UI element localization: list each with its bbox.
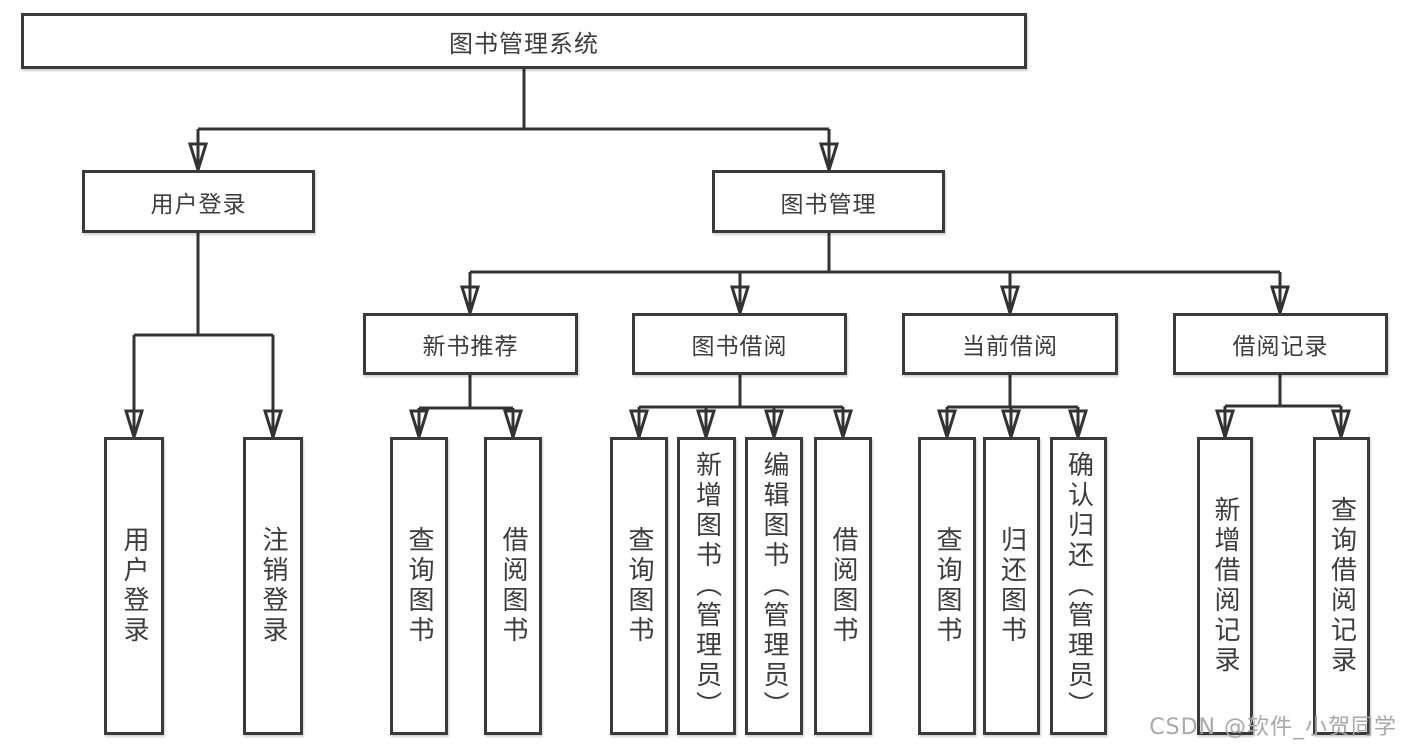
leaf-bb-edit-books-admin: 编辑图书（管理员） xyxy=(745,437,803,735)
node-book-management-label: 图书管理 xyxy=(780,191,877,218)
leaf-bb-query-books: 查询图书 xyxy=(610,437,668,735)
node-current-borrow: 当前借阅 xyxy=(902,313,1118,375)
node-current-borrow-label: 当前借阅 xyxy=(962,334,1058,360)
leaf-cb-return-books-label: 归还图书 xyxy=(996,526,1027,646)
leaf-logout: 注销登录 xyxy=(243,437,303,735)
node-new-book-recommend: 新书推荐 xyxy=(363,313,578,375)
leaf-cb-confirm-return-admin: 确认归还（管理员） xyxy=(1050,437,1107,735)
leaf-cb-confirm-return-admin-label: 确认归还（管理员） xyxy=(1063,451,1094,721)
leaf-cb-query-books-label: 查询图书 xyxy=(932,526,962,646)
leaf-bb-add-books-admin-label: 新增图书（管理员） xyxy=(691,451,722,721)
node-borrow-records: 借阅记录 xyxy=(1173,313,1388,375)
node-new-book-recommend-label: 新书推荐 xyxy=(422,334,519,360)
node-root-label: 图书管理系统 xyxy=(449,29,599,58)
node-root: 图书管理系统 xyxy=(21,13,1027,69)
node-book-management: 图书管理 xyxy=(712,170,945,233)
leaf-rec-borrow-books-label: 借阅图书 xyxy=(498,526,528,646)
connectors-new-book-recommend xyxy=(409,375,523,439)
leaf-br-add-record-label: 新增借阅记录 xyxy=(1210,496,1240,676)
leaf-user-login-label: 用户登录 xyxy=(119,526,149,646)
node-user-login-label: 用户登录 xyxy=(150,191,247,218)
leaf-bb-query-books-label: 查询图书 xyxy=(624,526,654,646)
leaf-bb-borrow-books-label: 借阅图书 xyxy=(828,526,858,646)
node-user-login: 用户登录 xyxy=(82,170,315,233)
leaf-bb-add-books-admin: 新增图书（管理员） xyxy=(677,437,736,735)
leaf-user-login: 用户登录 xyxy=(104,437,164,735)
connectors-root xyxy=(188,69,839,172)
leaf-br-add-record: 新增借阅记录 xyxy=(1197,437,1253,735)
leaf-rec-query-books-label: 查询图书 xyxy=(404,526,434,646)
connectors-borrow-records xyxy=(1215,375,1351,439)
leaf-bb-borrow-books: 借阅图书 xyxy=(814,437,872,735)
connectors-current-borrow xyxy=(937,375,1088,439)
connectors-book-management xyxy=(460,233,1290,315)
connectors-book-borrow xyxy=(629,375,853,439)
connectors-user-login xyxy=(124,233,283,439)
leaf-cb-return-books: 归还图书 xyxy=(983,437,1040,735)
node-book-borrow-label: 图书借阅 xyxy=(691,334,788,360)
leaf-br-query-record: 查询借阅记录 xyxy=(1313,437,1370,735)
node-borrow-records-label: 借阅记录 xyxy=(1232,334,1329,360)
node-book-borrow: 图书借阅 xyxy=(632,313,847,375)
leaf-rec-query-books: 查询图书 xyxy=(390,437,448,735)
leaf-bb-edit-books-admin-label: 编辑图书（管理员） xyxy=(759,451,789,721)
leaf-logout-label: 注销登录 xyxy=(258,526,288,646)
leaf-br-query-record-label: 查询借阅记录 xyxy=(1326,496,1357,676)
leaf-cb-query-books: 查询图书 xyxy=(918,437,976,735)
leaf-rec-borrow-books: 借阅图书 xyxy=(484,437,542,735)
